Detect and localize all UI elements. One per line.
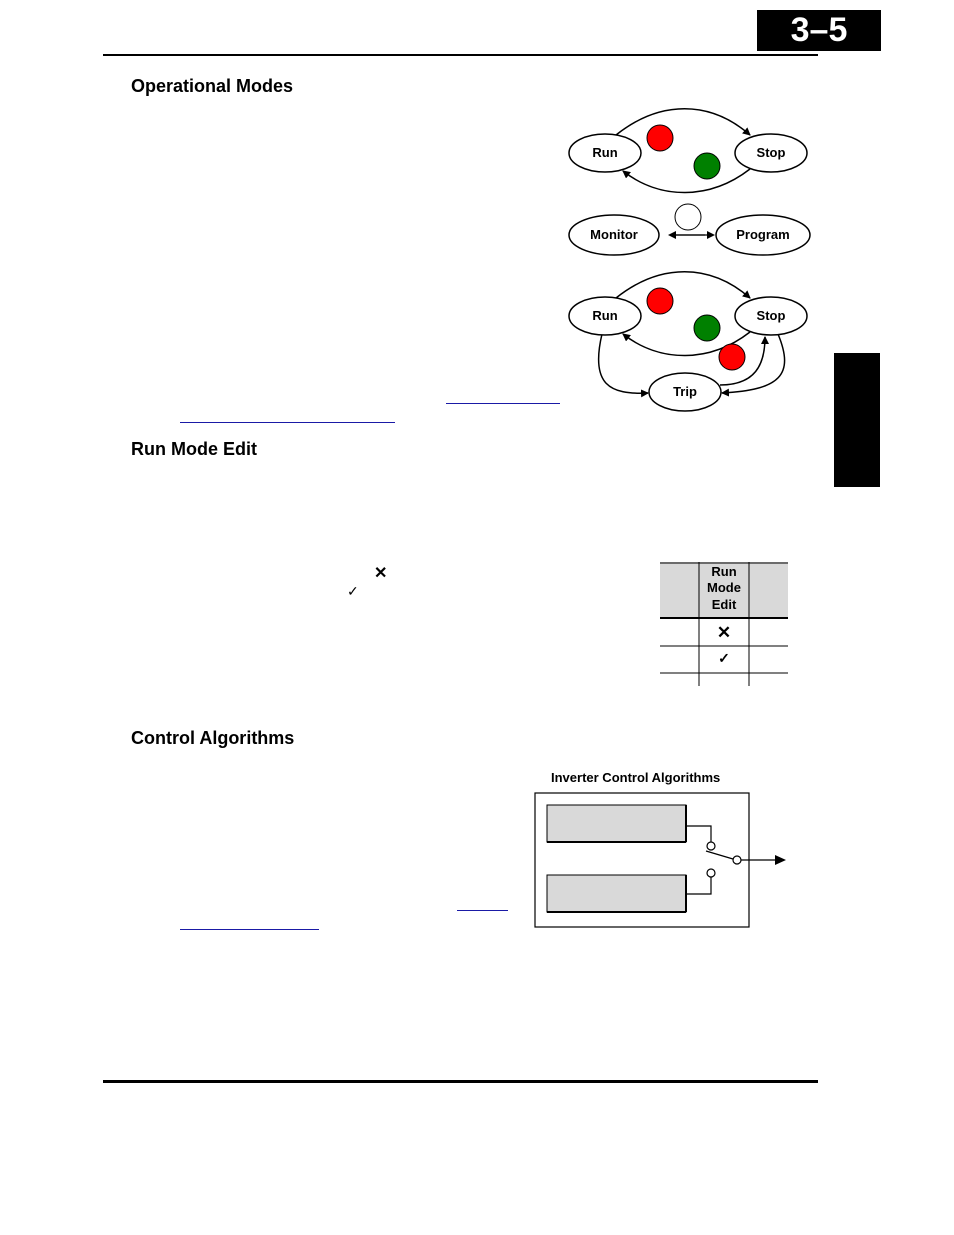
func-button-icon bbox=[674, 203, 702, 231]
heading-operational-modes: Operational Modes bbox=[131, 76, 294, 96]
switch-contact-1 bbox=[706, 841, 716, 851]
stop-state bbox=[734, 133, 808, 173]
footer-rule bbox=[103, 1080, 818, 1083]
hyperlink-2[interactable] bbox=[180, 422, 395, 423]
reset-button-icon bbox=[718, 343, 746, 371]
run-mode-edit-table: Run Mode Edit ✕ ✓ bbox=[660, 562, 788, 686]
hyperlink-3[interactable] bbox=[457, 910, 508, 911]
run-button-icon bbox=[693, 152, 721, 180]
program-state-label: Program bbox=[736, 227, 789, 242]
table-header-line-1: Run bbox=[711, 564, 736, 579]
not-allowed-icon: ✕ bbox=[374, 565, 388, 582]
chapter-side-tab bbox=[834, 353, 880, 487]
switch-output-contact bbox=[732, 855, 742, 865]
monitor-program-cycle: Monitor Program bbox=[568, 203, 811, 256]
stop-button-icon bbox=[646, 124, 674, 152]
output-arrow-icon bbox=[775, 855, 786, 865]
run-state-trip-label: Run bbox=[592, 308, 617, 323]
program-state bbox=[715, 214, 811, 256]
switch-arm bbox=[705, 850, 734, 860]
operational-modes-diagram: Run Stop Monitor Program Run Stop Trip bbox=[568, 108, 811, 412]
trip-state bbox=[648, 372, 722, 412]
table-header-line-2: Mode bbox=[707, 580, 741, 595]
page-number-tab: 3–5 bbox=[757, 10, 881, 51]
table-cell-not-allowed-icon: ✕ bbox=[717, 623, 731, 642]
monitor-state-label: Monitor bbox=[590, 227, 638, 242]
hyperlink-4[interactable] bbox=[180, 929, 319, 930]
stop-state-trip-label: Stop bbox=[757, 308, 786, 323]
run-state-trip bbox=[568, 296, 642, 336]
table-cell-check-icon: ✓ bbox=[718, 650, 730, 666]
check-icon: ✓ bbox=[347, 583, 359, 599]
algorithm-box-1 bbox=[546, 804, 687, 843]
control-algorithms-diagram bbox=[534, 792, 786, 928]
hyperlink-1[interactable] bbox=[446, 403, 560, 404]
run-state bbox=[568, 133, 642, 173]
stop-state-label: Stop bbox=[757, 145, 786, 160]
trip-cycle: Run Stop Trip bbox=[568, 271, 808, 412]
run-stop-cycle: Run Stop bbox=[568, 108, 808, 194]
algorithm-box-2 bbox=[546, 874, 687, 913]
heading-run-mode-edit: Run Mode Edit bbox=[131, 439, 257, 459]
run-state-label: Run bbox=[592, 145, 617, 160]
monitor-state bbox=[568, 214, 660, 256]
header-rule bbox=[103, 54, 818, 56]
stop-state-trip bbox=[734, 296, 808, 336]
run-button-icon-2 bbox=[693, 314, 721, 342]
table-header-line-3: Edit bbox=[712, 597, 737, 612]
algorithms-diagram-title: Inverter Control Algorithms bbox=[551, 770, 721, 785]
switch-contact-2 bbox=[706, 868, 716, 878]
heading-control-algorithms: Control Algorithms bbox=[131, 728, 295, 748]
stop-button-icon-2 bbox=[646, 287, 674, 315]
trip-state-label: Trip bbox=[673, 384, 697, 399]
